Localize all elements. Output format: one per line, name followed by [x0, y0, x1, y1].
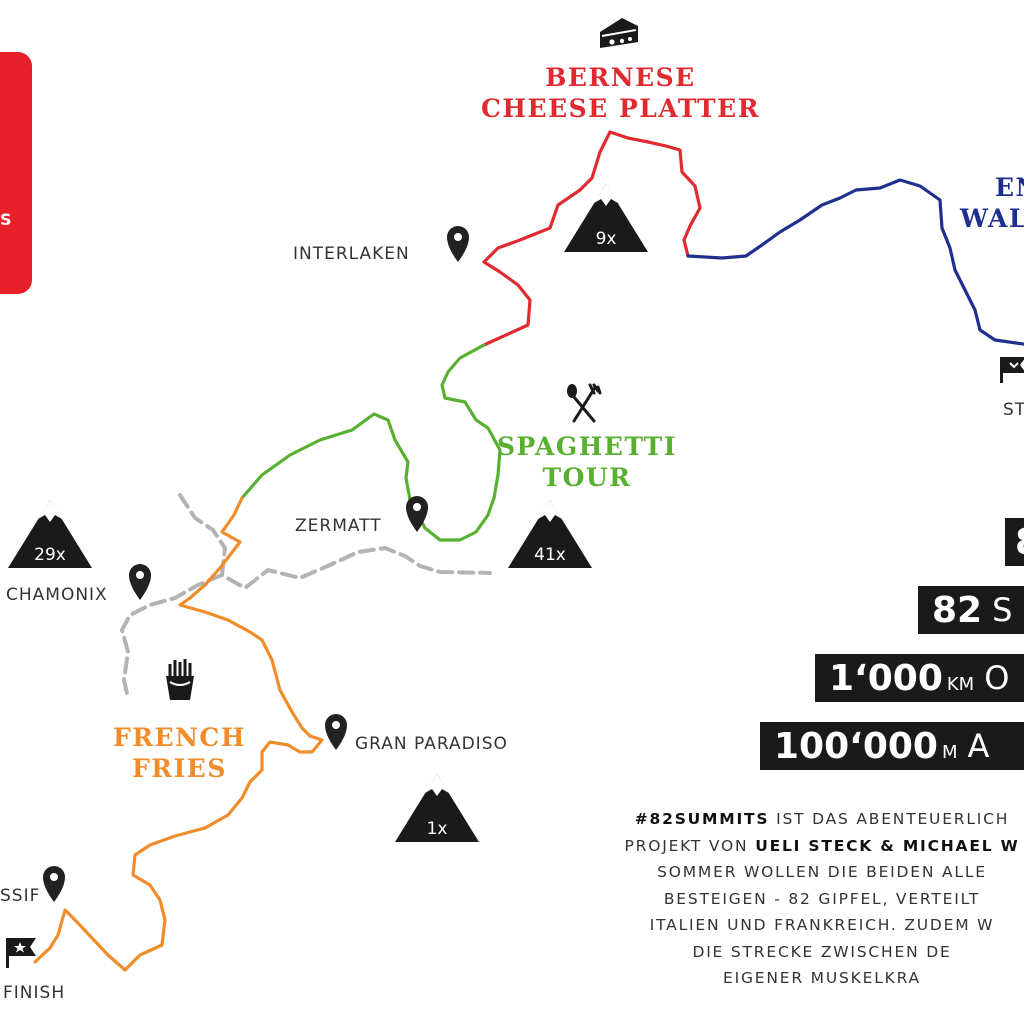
tour-title-fries: FRENCH FRIES [113, 722, 246, 785]
info-side-tab[interactable]: S [0, 52, 32, 294]
desc-line-4: BESTEIGEN - 82 GIPFEL, VERTEILT [663, 889, 981, 908]
stat-summits-value: 82 [932, 589, 983, 631]
tour-title-bernese: BERNESE CHEESE PLATTER [481, 62, 760, 125]
route-fries [33, 496, 324, 972]
desc-authors: UELI STECK & MICHAEL W [755, 836, 1020, 855]
tour-title-fries-line2: FRIES [132, 754, 227, 784]
place-label-zermatt: ZERMATT [295, 516, 382, 536]
tour-title-fries-line1: FRENCH [113, 723, 246, 752]
desc-line-7: EIGENER MUSKELKRA [723, 969, 921, 987]
stat-altitude-unit: M [941, 741, 958, 763]
country-border [119, 493, 492, 700]
desc-line-5: ITALIEN UND FRANKREICH. ZUDEM W [649, 916, 995, 934]
desc-line-1-rest: IST DAS ABENTEUERLICH [769, 810, 1010, 828]
cheese-icon [600, 18, 638, 48]
desc-line-1: #82SUMMITS IST DAS ABENTEUERLICH [620, 806, 1024, 833]
hashtag-82summits: #82SUMMITS [634, 810, 770, 828]
pin-icon-chamonix [129, 564, 151, 600]
peak-count-gran-paradiso: 1x [427, 819, 448, 839]
tour-title-spaghetti-line2: TOUR [542, 463, 632, 493]
pin-icon-gran-paradiso [325, 714, 347, 750]
stat-1-value: 8 [1015, 522, 1024, 563]
stat-bar-distance: 1‘000 KM O [815, 654, 1024, 702]
place-label-chamonix: CHAMONIX [6, 585, 108, 605]
peak-count-spaghetti: 41x [534, 545, 566, 565]
mountain-icon-bernese: 9x [564, 184, 648, 252]
place-label-finish: FINISH [3, 983, 66, 1003]
place-label-gran-paradiso: GRAN PARADISO [355, 734, 508, 754]
place-label-interlaken: INTERLAKEN [293, 244, 410, 264]
peak-count-bernese: 9x [596, 229, 617, 249]
route-engadin [686, 178, 1024, 346]
stat-bar-1: 8 [1005, 518, 1024, 566]
tour-title-bernese-line1: BERNESE [545, 63, 696, 92]
pin-icon-massif [43, 866, 65, 902]
stat-altitude-value: 100‘000 [774, 725, 938, 767]
tour-title-bernese-line2: CHEESE PLATTER [481, 94, 760, 124]
desc-line-6: DIE STRECKE ZWISCHEN DE [692, 942, 952, 961]
place-label-massif: SSIF [0, 886, 41, 906]
fries-icon [166, 659, 194, 700]
stat-summits-word: S [992, 591, 1015, 629]
stat-distance-word: O [984, 659, 1012, 697]
pin-icon-zermatt [406, 496, 428, 532]
desc-line-3: SOMMER WOLLEN DIE BEIDEN ALLE [657, 863, 987, 881]
tour-title-engadin: EN WAL [960, 172, 1024, 235]
start-flag-icon [1000, 357, 1024, 383]
desc-line-2: PROJEKT VON UELI STECK & MICHAEL W [620, 833, 1024, 860]
finish-flag-icon [6, 938, 36, 968]
place-label-start: ST [1003, 400, 1024, 420]
peak-count-fries: 29x [34, 545, 66, 565]
stat-distance-unit: KM [946, 673, 975, 695]
fork-spoon-icon [567, 383, 602, 423]
stat-bar-summits: 82 S [918, 586, 1024, 634]
route-spaghetti [240, 343, 502, 542]
stat-distance-value: 1‘000 [829, 657, 943, 699]
project-description: #82SUMMITS IST DAS ABENTEUERLICH PROJEKT… [620, 806, 1024, 992]
tour-title-spaghetti: SPAGHETTI TOUR [497, 431, 677, 494]
mountain-icon-spaghetti: 41x [508, 500, 592, 568]
tour-title-engadin-line1: EN [995, 173, 1024, 202]
desc-line-2-pre: PROJEKT VON [624, 836, 756, 855]
tour-title-spaghetti-line1: SPAGHETTI [497, 432, 677, 461]
pin-icon-interlaken [447, 226, 469, 262]
route-bernese [482, 130, 702, 347]
stat-bar-altitude: 100‘000 M A [760, 722, 1024, 770]
side-tab-label: S [0, 210, 12, 229]
mountain-icon-gran-paradiso: 1x [395, 774, 479, 842]
tour-title-engadin-line2: WAL [960, 204, 1024, 234]
stat-altitude-word: A [967, 727, 992, 765]
mountain-icon-fries: 29x [8, 500, 92, 568]
